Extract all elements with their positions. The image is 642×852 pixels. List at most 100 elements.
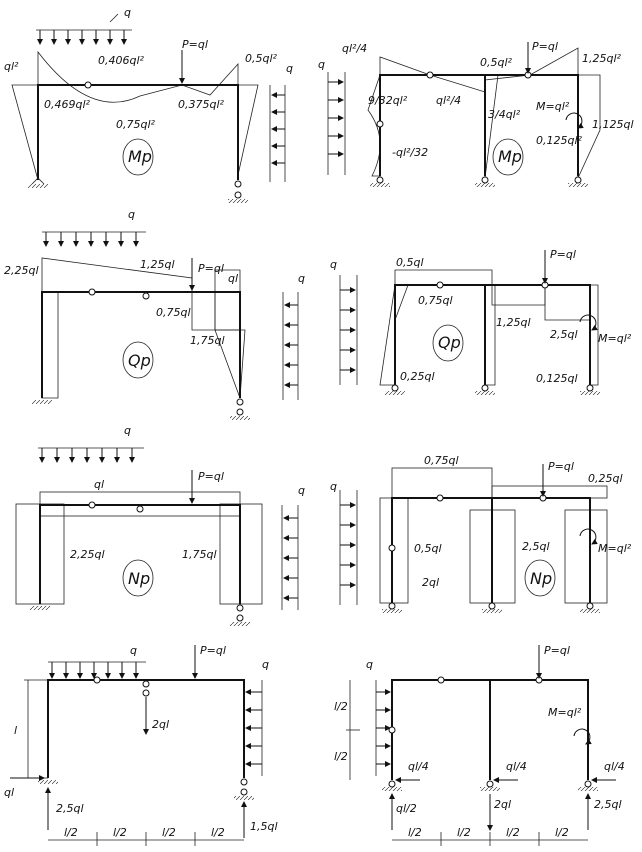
label-Np-p6: Np bbox=[530, 569, 552, 588]
label-Np-p5: Np bbox=[128, 569, 150, 588]
frame-p1 bbox=[37, 84, 239, 180]
label-025-p6: 0,25ql bbox=[588, 472, 623, 485]
distributed-load-p1 bbox=[36, 13, 132, 45]
label-1125-p2: 1,125ql bbox=[592, 118, 634, 131]
label-25-p6: 2,5ql bbox=[522, 540, 550, 553]
label-125-p2: 1,25ql² bbox=[582, 52, 622, 65]
label-ql-p5: ql bbox=[94, 478, 104, 491]
diagram-label-circle-p1 bbox=[122, 138, 154, 176]
panel-moment-left: q ql² 0,406ql² P=ql 0,5ql² 0,469ql² 0,75… bbox=[4, 6, 293, 203]
label-175-p5: 1,75ql bbox=[182, 548, 217, 561]
label-P-p6: P=ql bbox=[548, 460, 574, 473]
label-025-p4: 0,25ql bbox=[400, 370, 435, 383]
label-05-p4: 0,5ql bbox=[396, 256, 424, 269]
hinge-p1 bbox=[84, 81, 92, 89]
label-175-p3: 1,75ql bbox=[190, 334, 225, 347]
label-2ql-p6: 2ql bbox=[422, 576, 439, 589]
label-375-p1: 0,375ql² bbox=[178, 98, 225, 111]
label-P-p3: P=ql bbox=[198, 262, 224, 275]
side-load-left-p2 bbox=[327, 72, 346, 175]
label-ql-p3: ql bbox=[228, 272, 238, 285]
label-0125-p4: 0,125ql bbox=[536, 372, 578, 385]
label-d2-p7: l/2 bbox=[113, 826, 127, 839]
label-932-p2: 9/32ql² bbox=[368, 94, 408, 107]
label-ql2-p1: ql² bbox=[4, 60, 19, 73]
label-ql4b-p8: ql/4 bbox=[506, 760, 527, 773]
moment-area-beam-p1 bbox=[37, 50, 239, 103]
label-2ql-p8: 2ql bbox=[494, 798, 511, 811]
label-075-p4: 0,75ql bbox=[418, 294, 453, 307]
label-ql24-p2: ql²/4 bbox=[342, 42, 367, 55]
label-M-p4: M=ql² bbox=[598, 332, 632, 345]
label-M-p8: M=ql² bbox=[548, 706, 582, 719]
side-load-p1 bbox=[269, 85, 286, 182]
label-q-p4: q bbox=[330, 258, 337, 271]
label-075-p6: 0,75ql bbox=[424, 454, 459, 467]
label-l-p7: l bbox=[14, 724, 17, 737]
label-05-p2: 0,5ql² bbox=[480, 56, 513, 69]
label-d3-p7: l/2 bbox=[162, 826, 176, 839]
distributed-load-p7 bbox=[48, 661, 146, 679]
panel-scheme-left: q P=ql q l 2ql ql 2,5ql 1,5ql l/2 l/2 l/… bbox=[4, 644, 278, 846]
moment-area-right-column-p1 bbox=[237, 84, 259, 176]
label-05-p1: 0,5ql² bbox=[245, 52, 278, 65]
label-25-p7: 2,5ql bbox=[56, 802, 84, 815]
label-406-p1: 0,406ql² bbox=[98, 54, 145, 67]
side-load-p5 bbox=[281, 505, 299, 610]
label-Mp-p1: Mp bbox=[128, 147, 152, 166]
label-q-p2: q bbox=[318, 58, 325, 71]
label-P-p5: P=ql bbox=[198, 470, 224, 483]
label-q-side-p3: q bbox=[298, 272, 305, 285]
panel-normal-left: q ql P=ql 2,25ql 1,75ql q Np bbox=[15, 424, 305, 626]
label-ql24b-p2: ql²/4 bbox=[436, 94, 461, 107]
label-d3-p8: l/2 bbox=[506, 826, 520, 839]
label-M-p2: M=ql² bbox=[536, 100, 570, 113]
label-05-p6: 0,5ql bbox=[414, 542, 442, 555]
label-P-p7: P=ql bbox=[200, 644, 226, 657]
label-P-p1: P=ql bbox=[182, 38, 208, 51]
label-25-p4: 2,5ql bbox=[550, 328, 578, 341]
label-225-p5: 2,25ql bbox=[70, 548, 105, 561]
label-ql-p7: ql bbox=[4, 786, 14, 799]
label-m32-p2: -ql²/32 bbox=[392, 146, 428, 159]
label-125-p3: 1,25ql bbox=[140, 258, 175, 271]
label-0125-p2: 0,125ql² bbox=[536, 134, 583, 147]
panel-shear-left: q 2,25ql 1,25ql P=ql ql 0,75ql 1,75ql q … bbox=[4, 208, 305, 420]
label-d4-p7: l/2 bbox=[211, 826, 225, 839]
label-q-p8: q bbox=[366, 658, 373, 671]
side-load-p3 bbox=[282, 292, 299, 400]
label-34-p2: 3/4ql² bbox=[488, 108, 521, 121]
side-load-p7 bbox=[245, 680, 263, 776]
label-Mp-p2: Mp bbox=[498, 147, 522, 166]
label-M-p6: M=ql² bbox=[598, 542, 632, 555]
panel-moment-right: q ql²/4 0,5ql² P=ql 1,25ql² 9/32ql² ql²/… bbox=[318, 40, 634, 187]
label-15-p7: 1,5ql bbox=[250, 820, 278, 833]
label-ql4a-p8: ql/4 bbox=[408, 760, 429, 773]
label-q-p5: q bbox=[124, 424, 131, 437]
label-q-p6: q bbox=[330, 480, 337, 493]
label-075-p3: 0,75ql bbox=[156, 306, 191, 319]
label-469-p1: 0,469ql² bbox=[44, 98, 91, 111]
label-d1-p7: l/2 bbox=[64, 826, 78, 839]
moment-area-left-column-p1 bbox=[11, 84, 39, 181]
distributed-load-p3 bbox=[42, 231, 146, 247]
label-q-p1: q bbox=[124, 6, 131, 19]
support-right-p1 bbox=[234, 180, 242, 188]
support-left-p1 bbox=[31, 177, 45, 185]
label-ql4c-p8: ql/4 bbox=[604, 760, 625, 773]
label-q-side-p1: q bbox=[286, 62, 293, 75]
label-l2b-p8: l/2 bbox=[334, 750, 348, 763]
label-125-p4: 1,25ql bbox=[496, 316, 531, 329]
panel-scheme-right: q P=ql M=ql² l/2 l/2 ql/4 ql/4 ql/4 ql/2… bbox=[334, 644, 625, 846]
label-225-p3: 2,25ql bbox=[4, 264, 39, 277]
label-q-side-p5: q bbox=[298, 484, 305, 497]
label-25-p8: 2,5ql bbox=[594, 798, 622, 811]
label-P-p2: P=ql bbox=[532, 40, 558, 53]
side-load-left-p8 bbox=[375, 680, 391, 776]
label-d1-p8: l/2 bbox=[408, 826, 422, 839]
label-d4-p8: l/2 bbox=[555, 826, 569, 839]
label-P-p8: P=ql bbox=[544, 644, 570, 657]
side-load-left-p4 bbox=[339, 275, 358, 385]
